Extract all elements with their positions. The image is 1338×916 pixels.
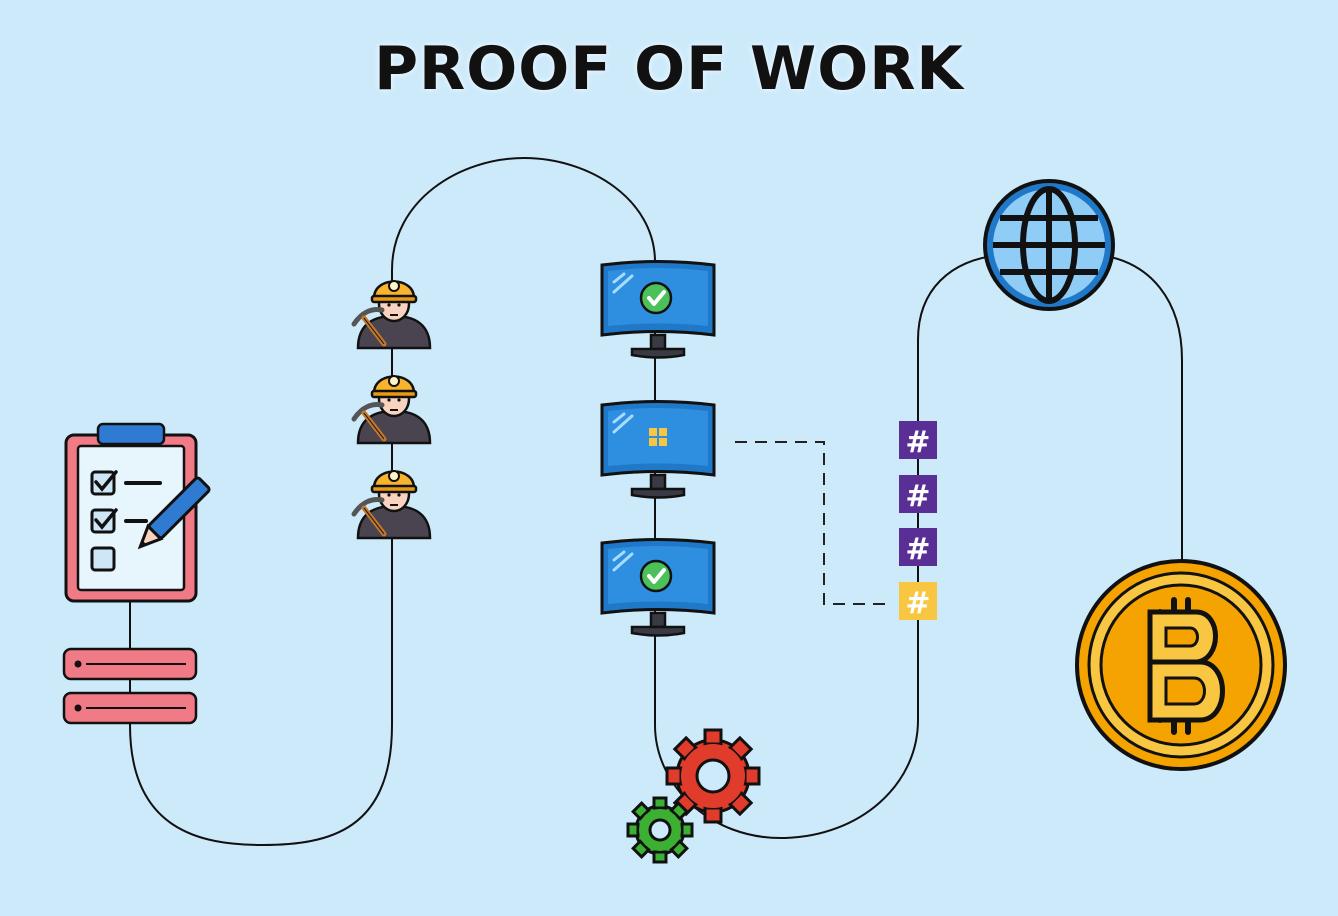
hash-block-icon: # xyxy=(899,582,937,621)
check-icon xyxy=(639,281,673,315)
flow-path xyxy=(129,156,1183,847)
monitor-icon xyxy=(600,538,716,637)
page-title: PROOF OF WORK xyxy=(374,34,964,104)
hash-block-icon: # xyxy=(899,475,937,514)
globe-icon xyxy=(983,179,1115,311)
dashed-connector xyxy=(735,441,890,605)
hash-symbol: # xyxy=(905,479,930,514)
monitor-icon xyxy=(600,400,716,499)
miner-icon xyxy=(354,471,430,538)
miner-icon xyxy=(354,376,430,443)
hash-symbol: # xyxy=(905,425,930,460)
clipboard-checklist-icon xyxy=(64,422,211,603)
hash-symbol: # xyxy=(905,586,930,621)
check-icon xyxy=(639,559,673,593)
hash-block-icon: # xyxy=(899,421,937,460)
gears-icon xyxy=(626,728,761,864)
monitor-icon xyxy=(600,260,716,359)
hash-symbol: # xyxy=(905,532,930,567)
bitcoin-coin-icon xyxy=(1075,559,1287,771)
data-bar-2 xyxy=(62,691,198,725)
miner-icon xyxy=(354,281,430,348)
data-bar-1 xyxy=(62,647,198,681)
hash-block-icon: # xyxy=(899,528,937,567)
block-grid-icon xyxy=(649,428,667,446)
